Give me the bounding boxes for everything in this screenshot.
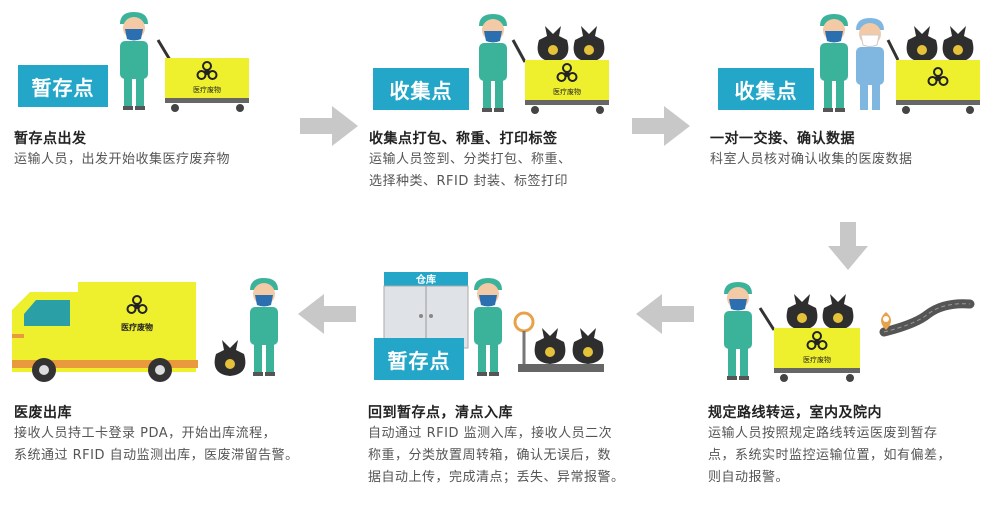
step2-desc: 运输人员签到、分类打包、称重、 选择种类、RFID 封装、标签打印 (369, 149, 572, 193)
step6-illustration: 医疗废物 (0, 270, 290, 395)
arrow-right-icon (632, 106, 690, 146)
step2-desc-line: 选择种类、RFID 封装、标签打印 (369, 174, 568, 189)
arrow-right-icon (300, 106, 358, 146)
step6-desc-line: 接收人员持工卡登录 PDA，开始出库流程， (14, 426, 277, 441)
step4-illustration: 医疗废物 (716, 272, 986, 392)
collection-label: 收集点 (718, 68, 814, 110)
step5-desc: 自动通过 RFID 监测入库，接收人员二次 称重，分类放置周转箱，确认无误后，数… (368, 423, 625, 489)
step1-desc-line: 运输人员，出发开始收集医疗废弃物 (14, 152, 231, 167)
step6-desc-line: 系统通过 RFID 自动监测出库，医废滞留告警。 (14, 448, 299, 463)
transport-route-icon: 医疗废物 (724, 282, 975, 382)
step5-title: 回到暂存点，清点入库 (368, 405, 513, 421)
step6-desc: 接收人员持工卡登录 PDA，开始出库流程， 系统通过 RFID 自动监测出库，医… (14, 423, 299, 467)
step5-desc-line: 自动通过 RFID 监测入库，接收人员二次 (368, 426, 613, 441)
arrow-left-icon (298, 294, 356, 334)
step6-title: 医废出库 (14, 405, 72, 421)
temp-storage-label: 暂存点 (18, 65, 108, 107)
step1-desc: 运输人员，出发开始收集医疗废弃物 (14, 149, 230, 171)
step3-title: 一对一交接、确认数据 (710, 131, 855, 147)
step2-desc-line: 运输人员签到、分类打包、称重、 (369, 152, 572, 167)
warehouse-label: 仓库 (415, 273, 436, 286)
truck-icon: 医疗废物 (12, 278, 278, 382)
step2-title: 收集点打包、称重、打印标签 (369, 131, 558, 147)
worker-with-cart-icon: 医疗废物 (120, 12, 249, 112)
step5-desc-line: 称重，分类放置周转箱，确认无误后，数 (368, 448, 612, 463)
arrow-down-icon (828, 222, 868, 270)
step5-illustration: 仓库 暂存点 (368, 270, 628, 395)
step3-desc: 科室人员核对确认收集的医废数据 (710, 149, 913, 171)
step1-illustration: 暂存点 医疗废物 (0, 0, 260, 120)
step4-desc: 运输人员按照规定路线转运医废到暂存 点，系统实时监控运输位置，如有偏差， 则自动… (708, 423, 951, 489)
step5-desc-line: 据自动上传，完成清点；丢失、异常报警。 (368, 470, 625, 485)
collection-label: 收集点 (373, 68, 469, 110)
step4-desc-line: 运输人员按照规定路线转运医废到暂存 (708, 426, 938, 441)
step3-desc-line: 科室人员核对确认收集的医废数据 (710, 152, 913, 167)
bin-label: 医疗废物 (803, 355, 831, 364)
step3-illustration: 收集点 (712, 0, 992, 120)
handover-workers-icon (820, 14, 980, 114)
step4-desc-line: 则自动报警。 (708, 470, 790, 485)
worker-with-bags-icon: 医疗废物 (479, 14, 609, 114)
arrow-left-icon (636, 294, 694, 334)
step4-title: 规定路线转运，室内及院内 (708, 405, 882, 421)
temp-storage-label: 暂存点 (374, 338, 464, 380)
bin-label: 医疗废物 (121, 322, 153, 332)
step4-desc-line: 点，系统实时监控运输位置，如有偏差， (708, 448, 952, 463)
warehouse-scale-icon: 仓库 (383, 272, 604, 376)
step2-illustration: 收集点 医疗废物 (365, 0, 625, 120)
step1-title: 暂存点出发 (14, 131, 87, 147)
bin-label: 医疗废物 (193, 85, 221, 94)
bin-label: 医疗废物 (553, 87, 581, 96)
